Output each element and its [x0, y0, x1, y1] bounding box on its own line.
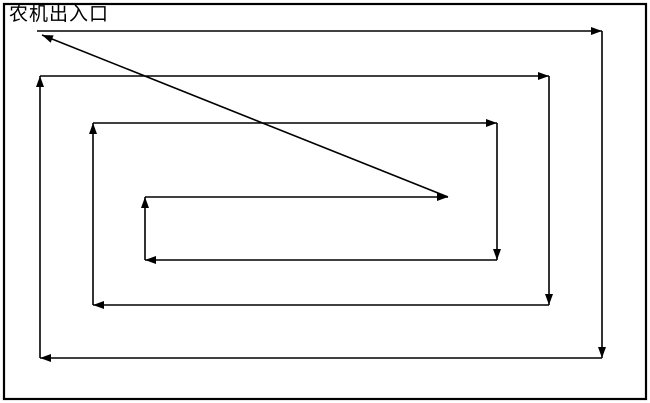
path-segment-exit-diagonal: [41, 34, 449, 198]
spiral-path-lines: [36, 27, 606, 362]
entrance-exit-label: 农机出入口: [9, 4, 110, 25]
